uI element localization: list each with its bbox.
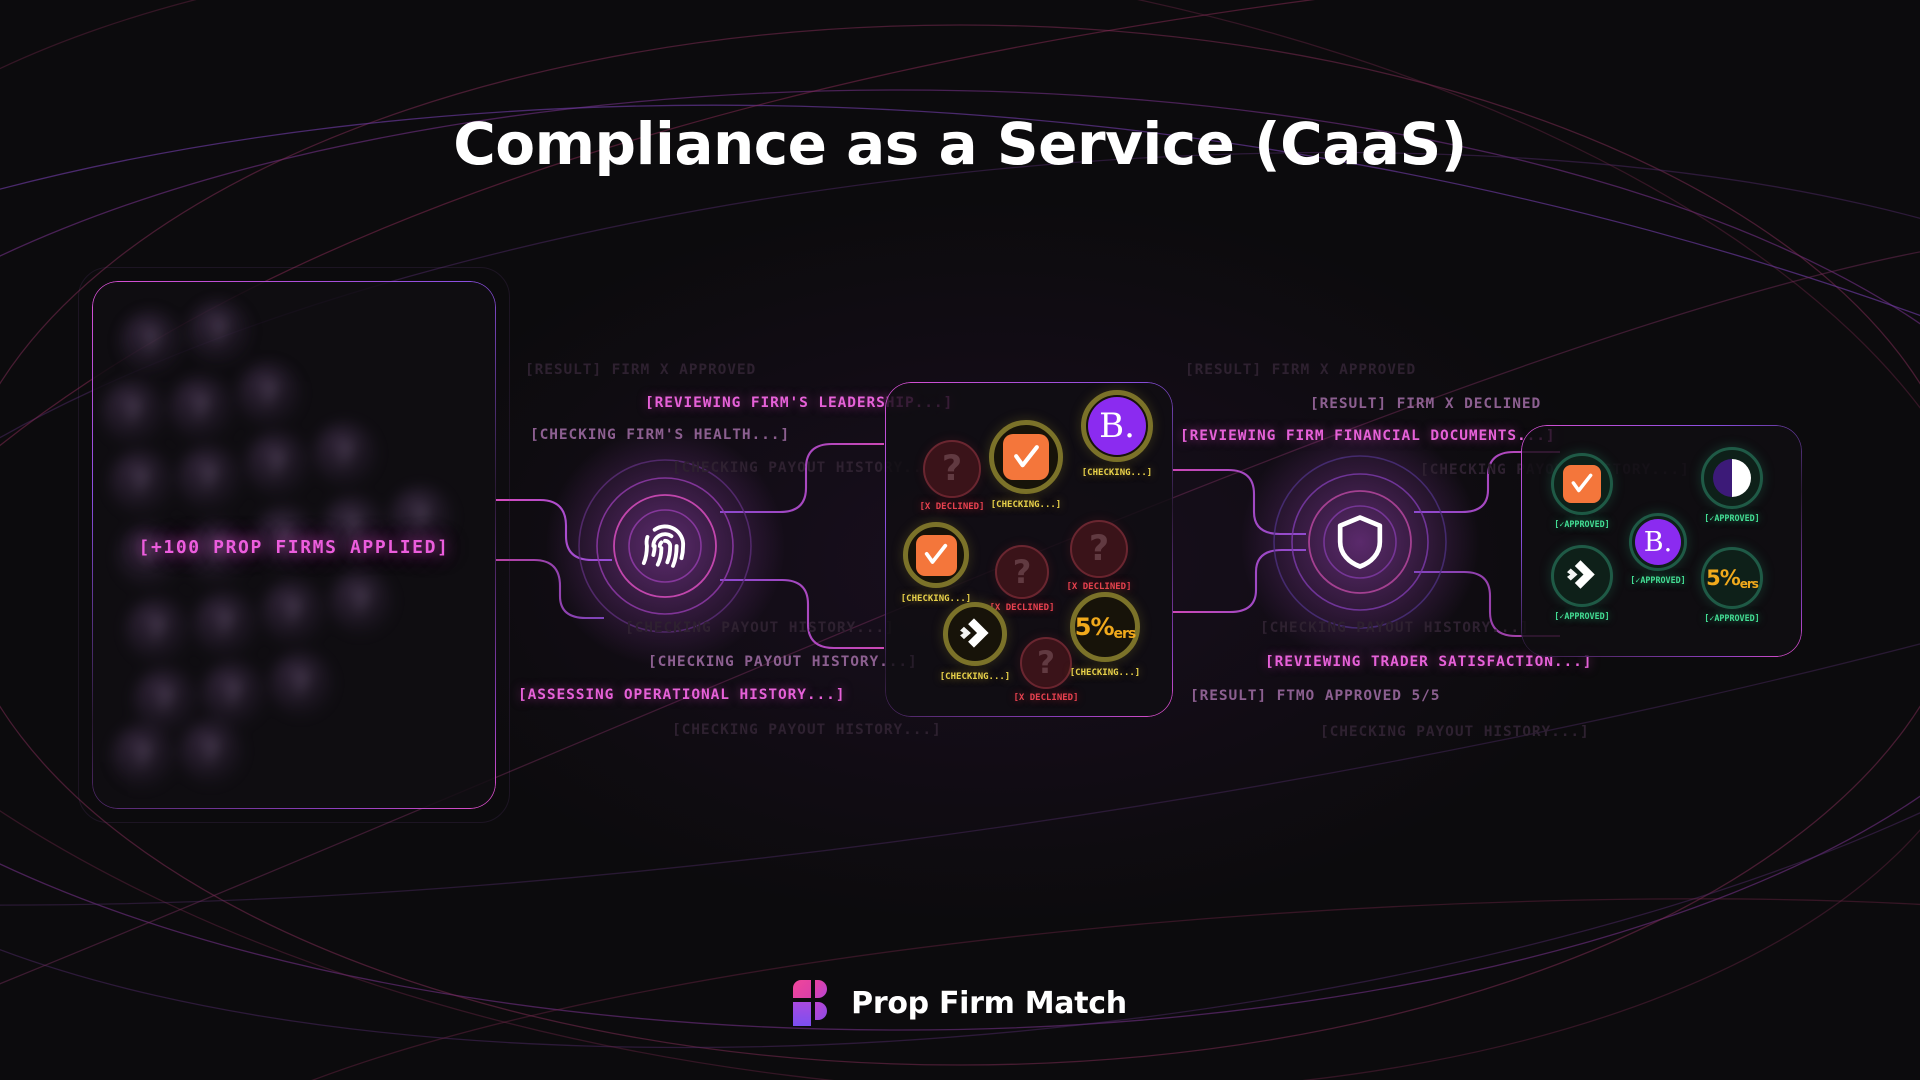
unknown-firm-dot: ?	[178, 447, 240, 509]
fivers-logo-icon: 5%ers	[1074, 613, 1136, 642]
funding-firm-logo-icon	[1564, 558, 1600, 594]
terminal-line: [CHECKING PAYOUT HISTORY...]	[1260, 620, 1530, 636]
firm-badge-status: [X DECLINED]	[1066, 582, 1132, 592]
unknown-firm-dot: ?	[112, 725, 174, 787]
firm-badge-status: [✓APPROVED]	[1704, 513, 1760, 523]
firm-badge-checking[interactable]: B. [CHECKING...]	[1081, 390, 1153, 478]
terminal-line: [ASSESSING OPERATIONAL HISTORY...]	[518, 687, 846, 703]
firm-badge-disc: ?	[995, 545, 1049, 599]
unknown-firm-dot: ?	[170, 377, 232, 439]
firm-badge-approved[interactable]: [✓APPROVED]	[1701, 447, 1763, 523]
terminal-line: [CHECKING PAYOUT HISTORY...]	[672, 460, 942, 476]
firm-badge-status: [✓APPROVED]	[1630, 575, 1686, 585]
brand-footer: Prop Firm Match	[0, 980, 1920, 1026]
bdot-logo-icon: B.	[1635, 519, 1681, 565]
firm-badge-disc: B.	[1081, 390, 1153, 462]
terminal-line: [CHECKING PAYOUT HISTORY...]	[1320, 724, 1590, 740]
firm-badge-disc	[1551, 453, 1613, 515]
unknown-firm-dot: ?	[194, 593, 256, 655]
firm-badge-checking[interactable]: [CHECKING...]	[989, 420, 1063, 510]
firm-badge-status: [✓APPROVED]	[1704, 613, 1760, 623]
funding-firm-logo-icon	[957, 616, 994, 653]
terminal-line: [RESULT] FIRM X APPROVED	[1185, 362, 1417, 378]
unknown-firm-icon: ?	[1037, 645, 1055, 681]
firm-badge-approved[interactable]: B. [✓APPROVED]	[1629, 513, 1687, 585]
terminal-line: [RESULT] FIRM X APPROVED	[525, 362, 757, 378]
firm-badge-disc	[943, 602, 1007, 666]
unknown-firm-dot: ?	[134, 669, 196, 731]
unknown-firm-dot: ?	[102, 381, 164, 443]
approved-firms-panel: [✓APPROVED] [✓APPROVED] B. [✓APPROVED] [✓APP…	[1521, 425, 1802, 657]
unknown-firm-dot: ?	[120, 311, 182, 373]
firm-badge-status: [CHECKING...]	[939, 672, 1011, 682]
terminal-line: [CHECKING PAYOUT HISTORY...]	[625, 620, 895, 636]
page-title: Compliance as a Service (CaaS)	[453, 110, 1467, 178]
firm-badge-declined[interactable]: ? [X DECLINED]	[919, 440, 985, 512]
firm-badge-checking[interactable]: 5%ers [CHECKING...]	[1070, 592, 1140, 678]
unknown-firm-dot: ?	[188, 301, 250, 363]
unknown-firm-dot: ?	[238, 363, 300, 425]
firm-badge-status: [X DECLINED]	[919, 502, 985, 512]
firm-badge-checking[interactable]: [CHECKING...]	[901, 522, 971, 604]
terminal-line: [REVIEWING FIRM'S LEADERSHIP...]	[645, 395, 954, 411]
firm-badge-disc: B.	[1629, 513, 1687, 571]
terminal-line: [REVIEWING FIRM FINANCIAL DOCUMENTS...]	[1180, 428, 1556, 444]
firm-badge-approved[interactable]: 5%ers [✓APPROVED]	[1701, 547, 1763, 623]
firm-badge-disc: ?	[1070, 520, 1128, 578]
firm-badge-disc	[1551, 545, 1613, 607]
firm-badge-declined[interactable]: ?[X DECLINED]	[989, 545, 1055, 613]
unknown-firm-dot: ?	[330, 571, 392, 633]
applied-firms-panel: ??????????????????????? [+100 PROP FIRMS…	[92, 281, 496, 809]
terminal-line: [REVIEWING TRADER SATISFACTION...]	[1265, 654, 1593, 670]
terminal-line: [RESULT] FTMO APPROVED 5/5	[1190, 688, 1441, 704]
firm-badge-disc: ?	[1020, 637, 1072, 689]
firm-badge-disc	[989, 420, 1063, 494]
firm-badge-approved[interactable]: [✓APPROVED]	[1551, 453, 1613, 529]
unknown-firm-dot: ?	[110, 451, 172, 513]
firm-badge-disc	[1701, 447, 1763, 509]
unknown-firm-icon: ?	[941, 449, 963, 489]
shield-icon	[1337, 515, 1383, 569]
applied-firms-label: [+100 PROP FIRMS APPLIED]	[138, 537, 450, 558]
firm-badge-status: [X DECLINED]	[1013, 693, 1079, 703]
prop-firm-match-logo-icon	[793, 980, 835, 1026]
bdot-logo-icon: B.	[1088, 397, 1146, 455]
terminal-line: [RESULT] FIRM X DECLINED	[1310, 396, 1542, 412]
firm-badge-status: [✓APPROVED]	[1554, 611, 1610, 621]
firm-badge-status: [✓APPROVED]	[1554, 519, 1610, 529]
unknown-firm-dot: ?	[314, 423, 376, 485]
forex-firm-logo-icon	[915, 534, 957, 576]
brand-name: Prop Firm Match	[851, 985, 1127, 1021]
firm-badge-disc	[903, 522, 969, 588]
firm-badge-disc: 5%ers	[1701, 547, 1763, 609]
unknown-firm-dot: ?	[262, 581, 324, 643]
unknown-firm-icon: ?	[1088, 529, 1110, 569]
forex-firm-logo-icon	[1003, 434, 1049, 480]
terminal-line: [CHECKING FIRM'S HEALTH...]	[530, 427, 791, 443]
firm-badge-declined[interactable]: ? [X DECLINED]	[1066, 520, 1132, 592]
forex-firm-logo-icon	[1563, 465, 1601, 503]
unknown-firm-dot: ?	[270, 653, 332, 715]
unknown-firm-dot: ?	[202, 663, 264, 725]
checking-firms-panel: ?[X DECLINED][CHECKING...]B.[CHECKING...…	[885, 382, 1173, 717]
unknown-firm-dot: ?	[246, 433, 308, 495]
unknown-firm-dot: ?	[126, 599, 188, 661]
firm-badge-status: [CHECKING...]	[1081, 468, 1153, 478]
terminal-line: [CHECKING PAYOUT HISTORY...]	[672, 722, 942, 738]
firm-badge-status: [CHECKING...]	[990, 500, 1062, 510]
firm-badge-declined[interactable]: ? [X DECLINED]	[1013, 637, 1079, 703]
fingerprint-icon	[641, 524, 686, 568]
unknown-firm-dot: ?	[180, 721, 242, 783]
firm-badge-disc: 5%ers	[1070, 592, 1140, 662]
unknown-firm-icon: ?	[1012, 553, 1032, 591]
firm-badge-disc: ?	[923, 440, 981, 498]
fivers-logo-icon: 5%ers	[1706, 566, 1759, 591]
firm-badge-approved[interactable]: [✓APPROVED]	[1551, 545, 1613, 621]
firm-badge-status: [CHECKING...]	[1069, 668, 1141, 678]
firm-badge-checking[interactable]: [CHECKING...]	[940, 602, 1010, 682]
ftmo-logo-icon	[1713, 459, 1751, 497]
terminal-line: [CHECKING PAYOUT HISTORY...]	[648, 654, 918, 670]
